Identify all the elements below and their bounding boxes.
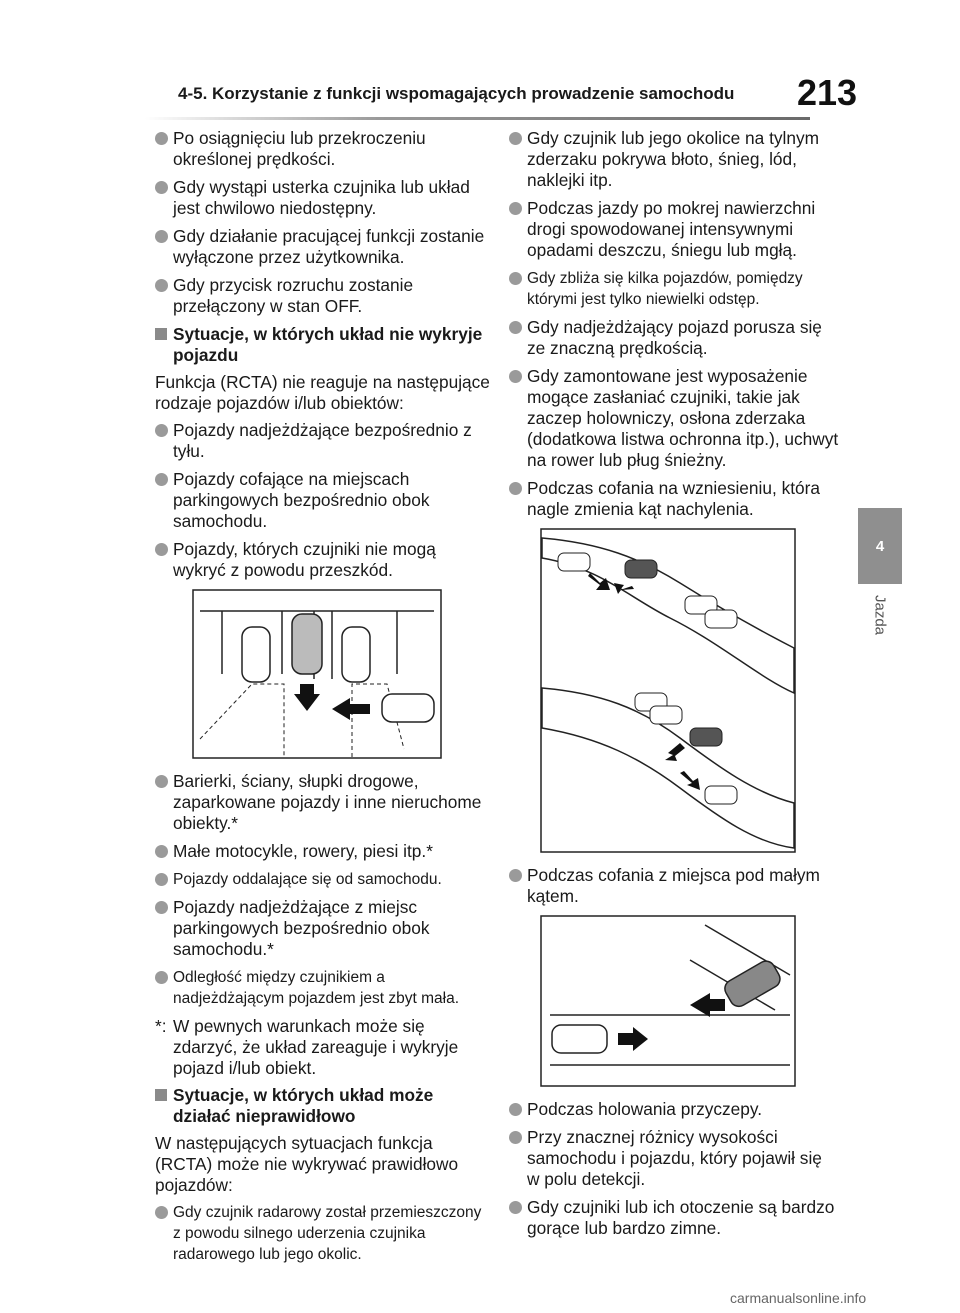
square-bullet-icon bbox=[155, 1089, 167, 1101]
bullet-dot-icon bbox=[509, 869, 522, 882]
subsection-heading: Sytuacje, w których układ nie wykryje po… bbox=[155, 324, 490, 366]
bullet-dot-icon bbox=[509, 1201, 522, 1214]
bullet-dot-icon bbox=[509, 321, 522, 334]
footnote-mark: *: bbox=[155, 1016, 167, 1036]
bullet-dot-icon bbox=[155, 845, 168, 858]
list-item: Odległość między czujnikiem a nadjeżdżaj… bbox=[155, 967, 490, 1009]
bullet-dot-icon bbox=[155, 873, 168, 886]
bullet-dot-icon bbox=[155, 473, 168, 486]
slope-road-illustration bbox=[540, 528, 796, 853]
list-item: Pojazdy nadjeżdżające bezpośrednio z tył… bbox=[155, 420, 490, 462]
list-item: Barierki, ściany, słupki drogowe, zapark… bbox=[155, 771, 490, 834]
list-item: Gdy zbliża się kilka pojazdów, pomiędzy … bbox=[509, 268, 839, 310]
list-item: Gdy zamontowane jest wyposażenie mogące … bbox=[509, 366, 839, 471]
list-item: Małe motocykle, rowery, piesi itp.* bbox=[155, 841, 490, 862]
header-rule bbox=[145, 117, 810, 120]
bullet-dot-icon bbox=[155, 424, 168, 437]
paragraph: Funkcja (RCTA) nie reaguje na następując… bbox=[155, 372, 490, 413]
subsection-heading: Sytuacje, w których układ może działać n… bbox=[155, 1085, 490, 1127]
bullet-dot-icon bbox=[155, 230, 168, 243]
list-item: Gdy czujnik lub jego okolice na tylnym z… bbox=[509, 128, 839, 191]
list-item: Podczas holowania przyczepy. bbox=[509, 1099, 839, 1120]
bullet-dot-icon bbox=[509, 272, 522, 285]
list-item: Podczas cofania z miejsca pod małym kąte… bbox=[509, 865, 839, 907]
list-item: Gdy czujnik radarowy został przemieszczo… bbox=[155, 1202, 490, 1265]
list-item: Gdy przycisk rozruchu zostanie przełączo… bbox=[155, 275, 490, 317]
list-item: Podczas cofania na wzniesieniu, która na… bbox=[509, 478, 839, 520]
bullet-dot-icon bbox=[155, 279, 168, 292]
bullet-dot-icon bbox=[155, 181, 168, 194]
list-item: Podczas jazdy po mokrej nawierzchni drog… bbox=[509, 198, 839, 261]
list-item: Gdy nadjeżdżający pojazd porusza się ze … bbox=[509, 317, 839, 359]
chapter-tab[interactable]: 4 bbox=[858, 508, 902, 584]
bullet-dot-icon bbox=[509, 370, 522, 383]
list-item: Przy znacznej różnicy wysokości samochod… bbox=[509, 1127, 839, 1190]
bullet-dot-icon bbox=[155, 775, 168, 788]
watermark: carmanualsonline.info bbox=[730, 1290, 867, 1306]
page-number: 213 bbox=[797, 72, 858, 113]
bullet-dot-icon bbox=[155, 971, 168, 984]
bullet-dot-icon bbox=[155, 1206, 168, 1219]
parking-lot-illustration bbox=[192, 589, 442, 759]
list-item: Pojazdy, których czujniki nie mogą wykry… bbox=[155, 539, 490, 581]
right-column: Gdy czujnik lub jego okolice na tylnym z… bbox=[509, 128, 839, 1246]
list-item: Pojazdy oddalające się od samochodu. bbox=[155, 869, 490, 890]
list-item: Gdy wystąpi usterka czujnika lub układ j… bbox=[155, 177, 490, 219]
bullet-dot-icon bbox=[155, 901, 168, 914]
footnote: *:W pewnych warunkach może się zdarzyć, … bbox=[155, 1016, 459, 1078]
bullet-dot-icon bbox=[509, 132, 522, 145]
section-title: 4-5. Korzystanie z funkcji wspomagającyc… bbox=[178, 84, 735, 103]
list-item: Pojazdy nadjeżdżające z miejsc parkingow… bbox=[155, 897, 490, 960]
list-item: Pojazdy cofające na miejscach parkingowy… bbox=[155, 469, 490, 532]
bullet-dot-icon bbox=[509, 482, 522, 495]
bullet-dot-icon bbox=[509, 1103, 522, 1116]
left-column: Po osiągnięciu lub przekroczeniu określo… bbox=[155, 128, 490, 1272]
bullet-dot-icon bbox=[155, 543, 168, 556]
bullet-dot-icon bbox=[155, 132, 168, 145]
paragraph: W następujących sytuacjach funkcja (RCTA… bbox=[155, 1133, 459, 1195]
list-item: Gdy czujniki lub ich otoczenie są bardzo… bbox=[509, 1197, 839, 1239]
list-item: Gdy działanie pracującej funkcji zostani… bbox=[155, 226, 490, 268]
bullet-dot-icon bbox=[509, 1131, 522, 1144]
bullet-dot-icon bbox=[509, 202, 522, 215]
list-item: Po osiągnięciu lub przekroczeniu określo… bbox=[155, 128, 490, 170]
square-bullet-icon bbox=[155, 328, 167, 340]
chapter-label: Jazda bbox=[871, 595, 889, 636]
angled-parking-illustration bbox=[540, 915, 796, 1087]
page-header: 4-5. Korzystanie z funkcji wspomagającyc… bbox=[0, 0, 960, 120]
